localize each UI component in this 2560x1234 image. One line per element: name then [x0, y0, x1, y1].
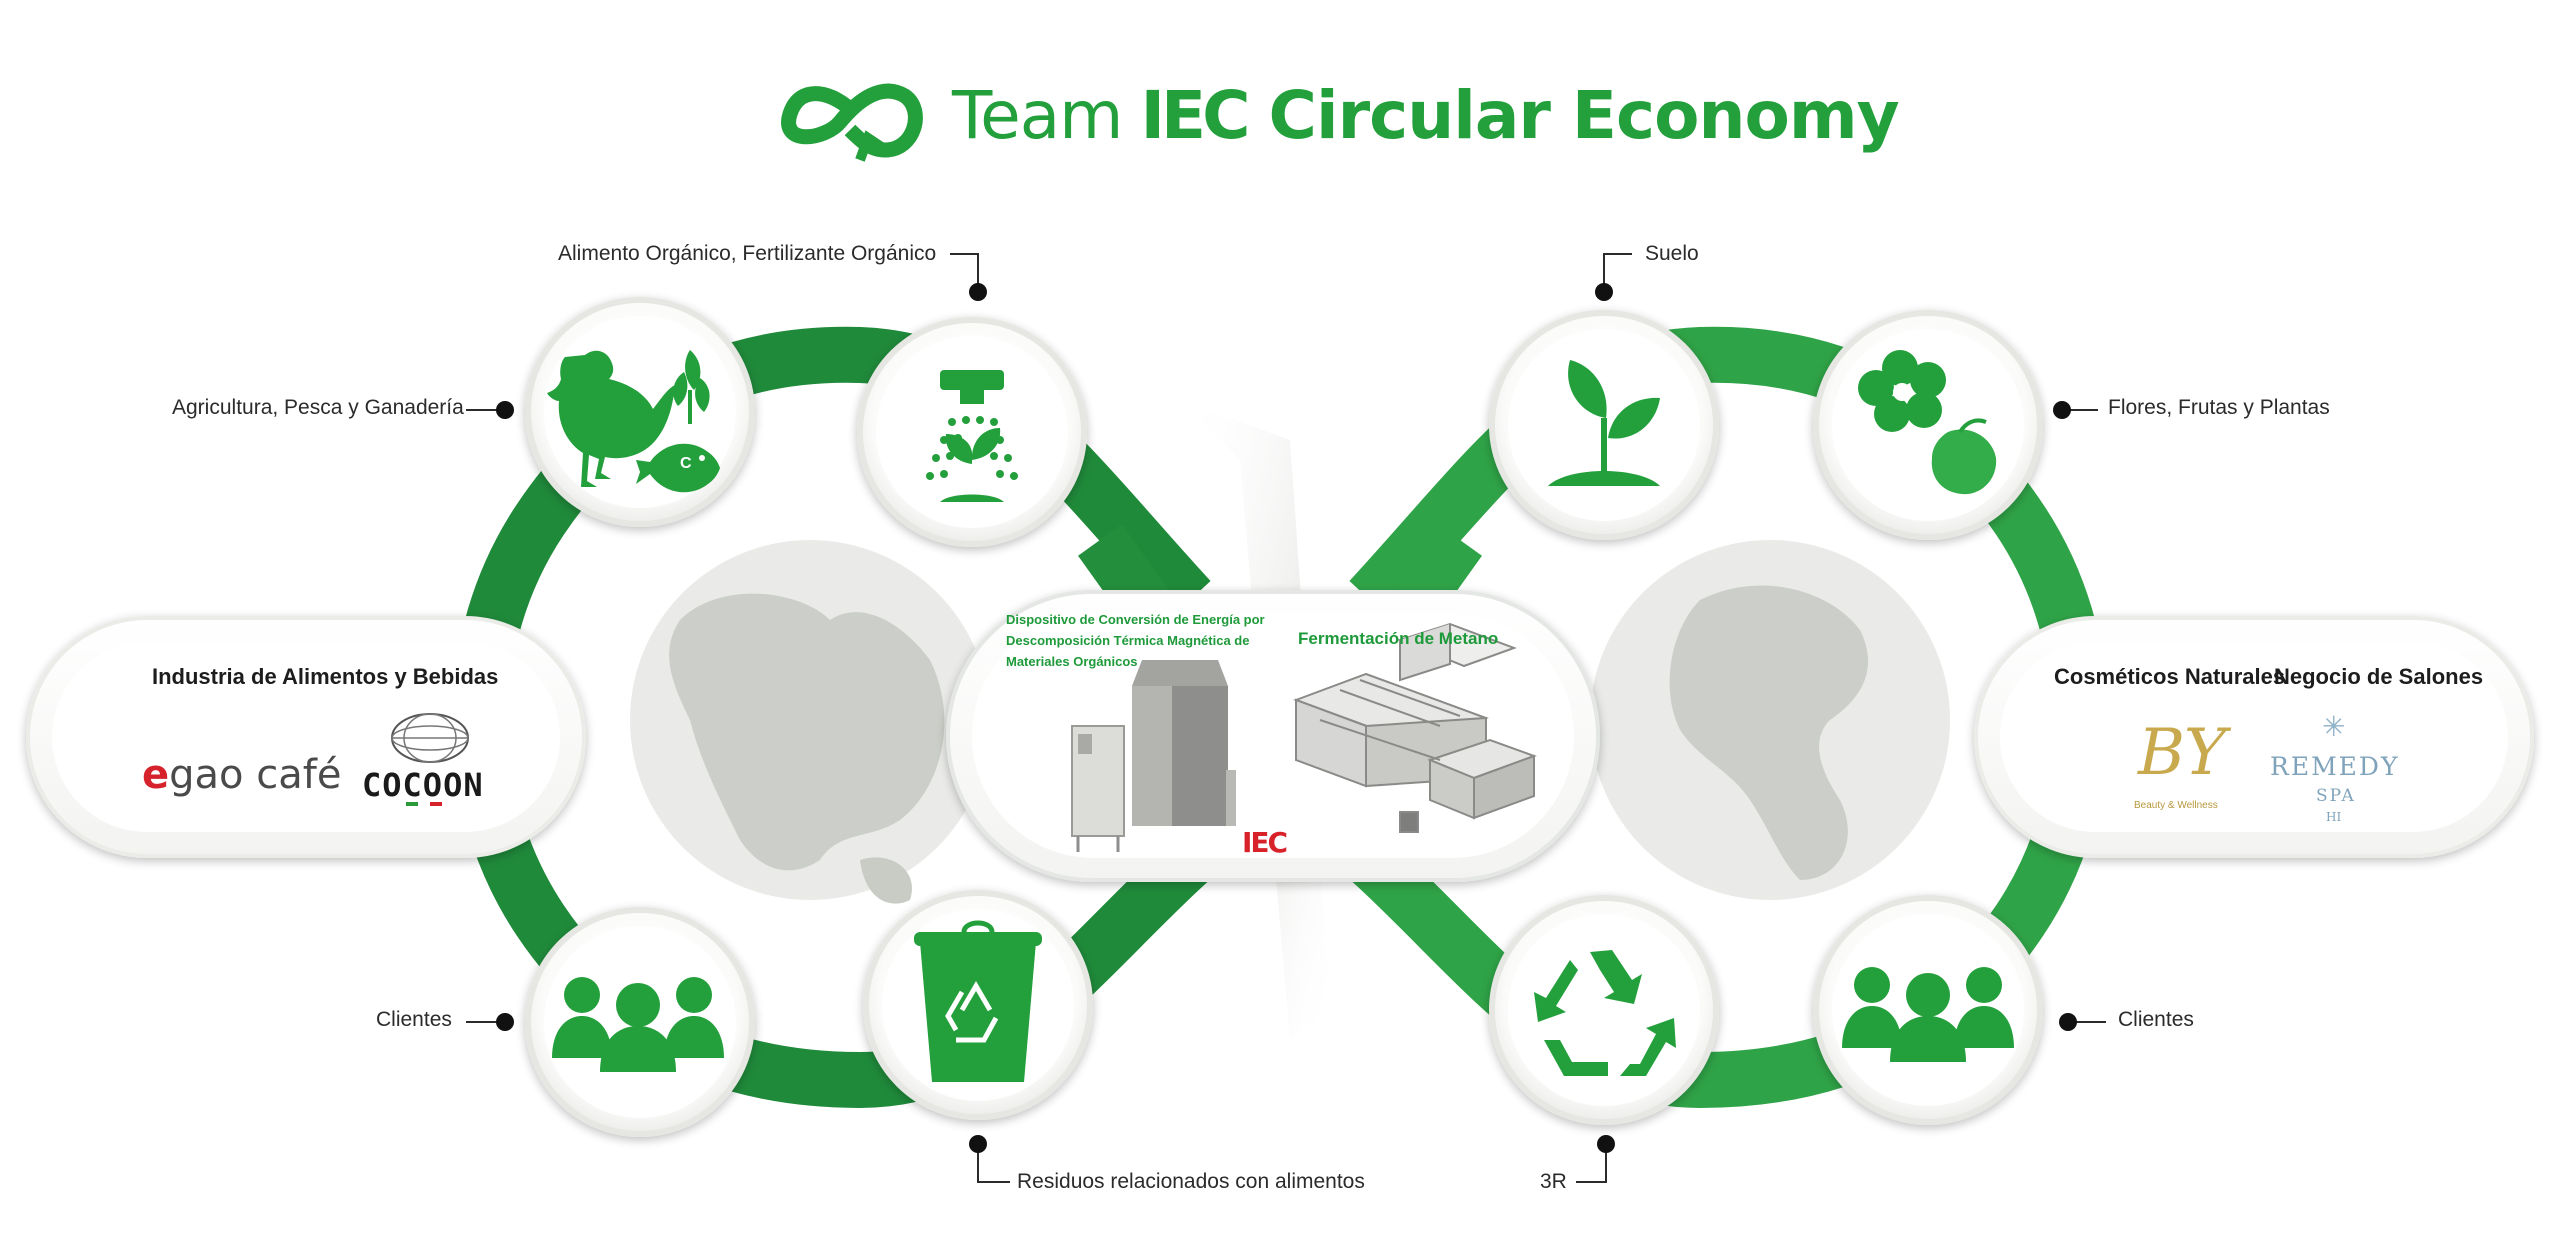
egao-prefix: e: [142, 752, 170, 798]
people-icon-right: [1842, 967, 2014, 1062]
remedy-hi: HI: [2326, 810, 2342, 824]
recycle-bin-icon: [914, 920, 1042, 1082]
seedling-icon: [1548, 360, 1660, 486]
node-disc-fertilizer: [857, 317, 1087, 547]
callout-fertilizer: Alimento Orgánico, Fertilizante Orgánico: [558, 242, 937, 265]
globe-right: [1590, 540, 1950, 900]
thermal-device-illustration: [1071, 660, 1236, 852]
title-rest: Circular Economy: [1268, 76, 1900, 154]
methane-fermentation-illustration: [1293, 622, 1537, 833]
people-icon-left: [552, 977, 724, 1072]
cocoon-logo: COCOON: [362, 708, 492, 818]
callout-agriculture: Agricultura, Pesca y Ganadería: [172, 396, 464, 419]
svg-text:C: C: [680, 455, 692, 472]
title-team: Team: [952, 76, 1123, 154]
right-panel-title-cosmetics: Cosméticos Naturales: [2054, 664, 2286, 689]
by-beauty-logo: BY Beauty & Wellness: [2130, 716, 2230, 816]
remedy-spa: SPA: [2316, 786, 2356, 806]
cocoon-wordmark: COCOON: [362, 766, 484, 804]
device-caption-line-3: Materiales Orgánicos: [1006, 654, 1138, 669]
globe-left: [630, 540, 990, 904]
cocoon-globe-icon: [391, 713, 469, 763]
by-wordmark: BY: [2138, 716, 2227, 790]
chicken-icon: [547, 350, 675, 487]
infinity-recycle-icon: [781, 83, 923, 162]
egao-cafe-logo: egao café: [142, 752, 341, 798]
fish-icon: C: [636, 443, 720, 493]
callout-clients-left: Clientes: [376, 1008, 452, 1031]
callout-soil: Suelo: [1645, 242, 1699, 265]
callout-flowers: Flores, Frutas y Plantas: [2108, 396, 2330, 419]
node-disc-3r: [1489, 895, 1719, 1125]
left-panel-bg: [26, 616, 586, 858]
recycle-arrows-icon: [1534, 950, 1676, 1076]
by-subtitle: Beauty & Wellness: [2134, 800, 2218, 811]
right-panel-title-salons: Negocio de Salones: [2274, 664, 2484, 689]
title-brand: IEC: [1140, 76, 1250, 154]
callout-clients-right: Clientes: [2118, 1008, 2194, 1031]
snowflake-icon: ✳: [2322, 711, 2346, 742]
iec-device-logo: IEC: [1242, 826, 1289, 859]
callout-3r: 3R: [1540, 1170, 1567, 1193]
left-panel-title: Industria de Alimentos y Bebidas: [152, 664, 499, 689]
svg-text:IEC: IEC: [1242, 826, 1287, 859]
remedy-spa-logo: ✳ REMEDY SPA HI: [2264, 710, 2404, 830]
device-caption-line-2: Descomposición Térmica Magnética de: [1006, 633, 1250, 648]
right-panel-bg: [1974, 616, 2534, 858]
flower-fruit-icon: [1858, 350, 1997, 495]
callout-food-waste: Residuos relacionados con alimentos: [1017, 1170, 1365, 1193]
cocoon-flag-bar: [406, 802, 442, 806]
page-title: Team IEC Circular Economy: [930, 60, 1900, 170]
wheat-icon: [673, 350, 710, 424]
remedy-wordmark: REMEDY: [2270, 752, 2400, 781]
sprinkler-sprout-icon: [926, 370, 1018, 502]
device-caption-line-1: Dispositivo de Conversión de Energía por: [1006, 612, 1265, 627]
fermentation-caption: Fermentación de Metano: [1298, 629, 1499, 648]
egao-rest: gao café: [169, 752, 342, 798]
callout-dots: [496, 283, 2077, 1153]
